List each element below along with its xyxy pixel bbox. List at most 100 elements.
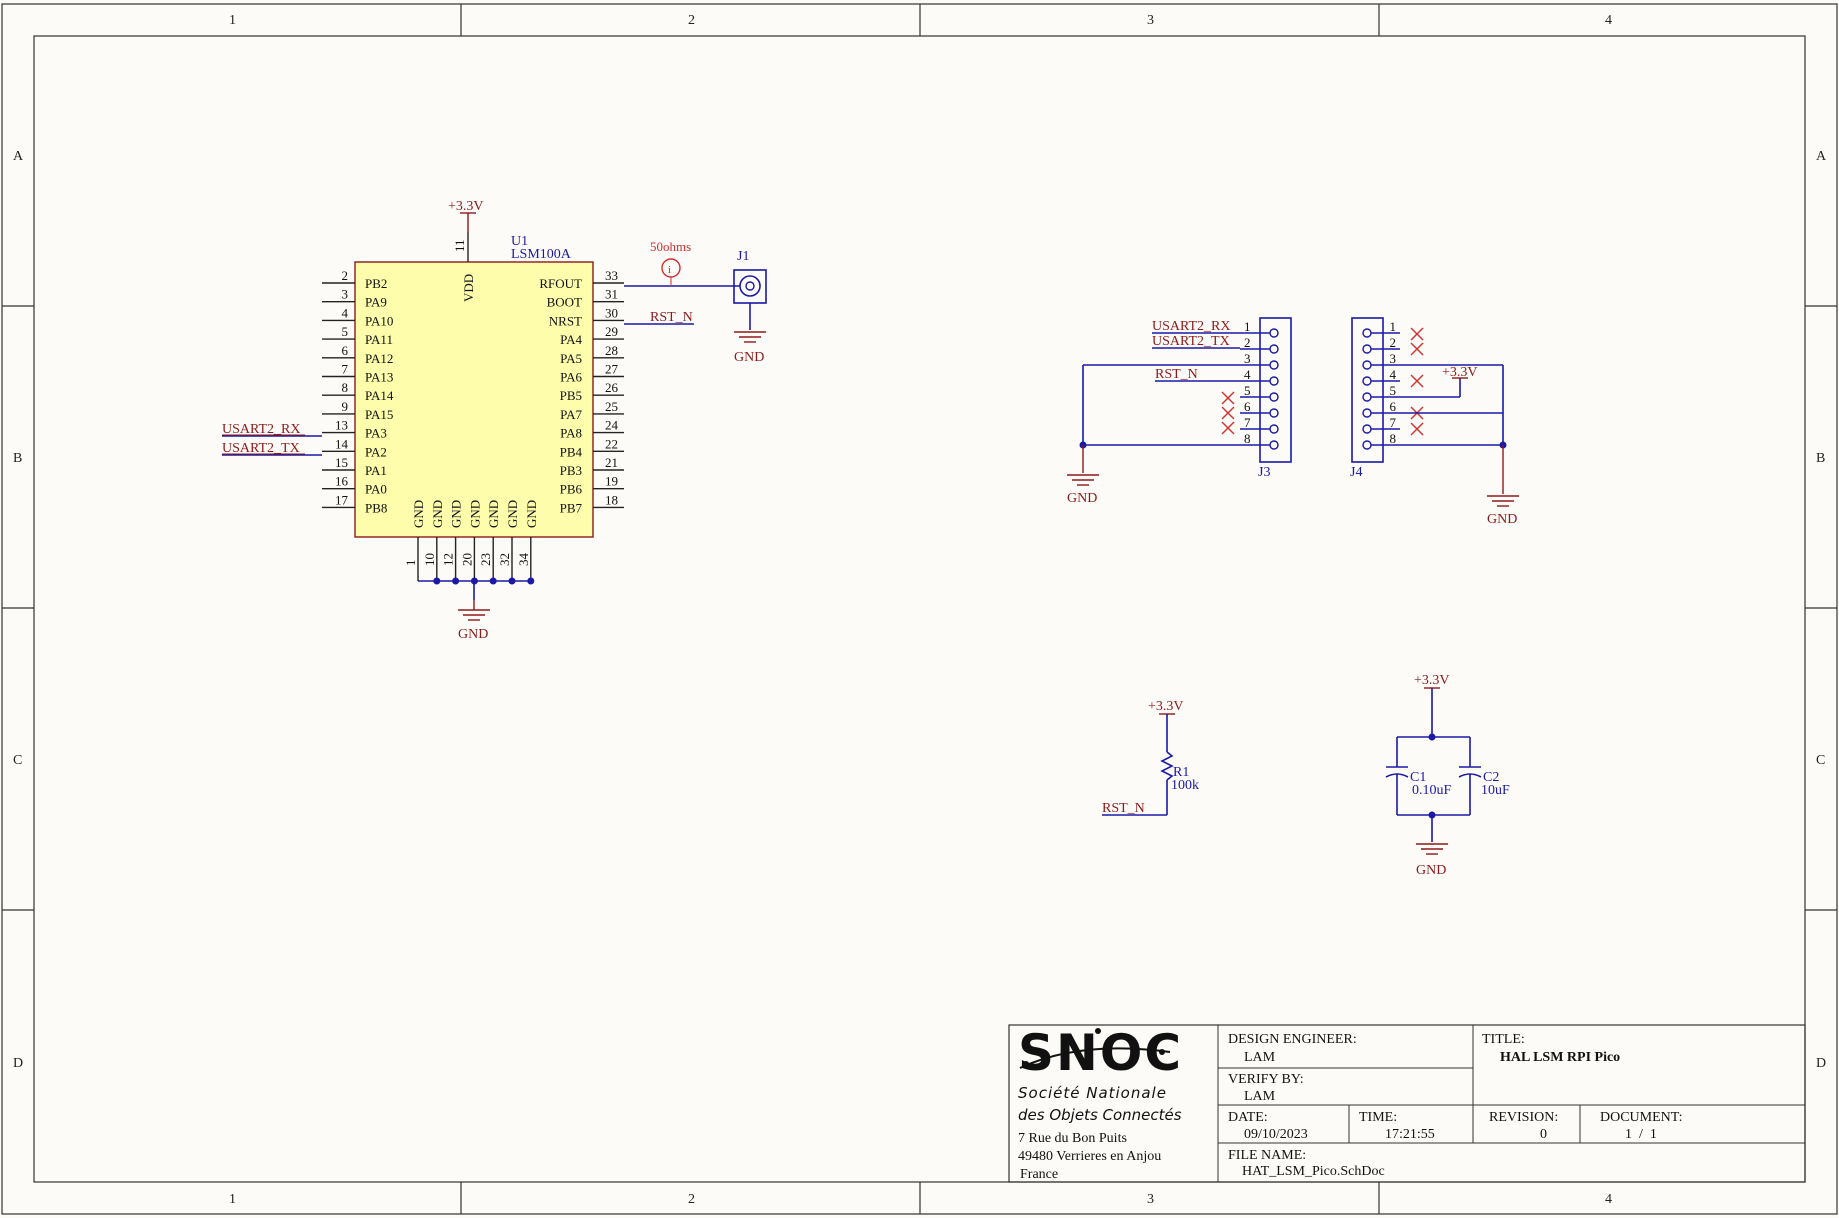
- pin-name: PA11: [365, 332, 393, 347]
- pin-number: 15: [335, 455, 348, 470]
- pin-number: 12: [441, 553, 456, 566]
- pin-number: 20: [459, 553, 474, 566]
- pin-number: 4: [1244, 367, 1251, 382]
- logo-text: SNOC: [1018, 1024, 1183, 1082]
- decoupling-caps[interactable]: +3.3V GND C1 0.10uF C2 10uF: [1385, 673, 1510, 878]
- pin-socket-icon: [1269, 424, 1279, 434]
- filename-label: FILE NAME:: [1228, 1148, 1306, 1163]
- pin-name: PA14: [365, 388, 394, 403]
- pin-name: PA10: [365, 313, 393, 328]
- filename-value: HAT_LSM_Pico.SchDoc: [1242, 1164, 1385, 1179]
- c1-value: 0.10uF: [1412, 783, 1452, 798]
- pin-number: 14: [335, 436, 349, 451]
- resistor-icon: [1160, 751, 1174, 781]
- j1-connector[interactable]: J1 GND: [733, 249, 767, 365]
- pin-number: 27: [605, 362, 619, 377]
- date-label: DATE:: [1228, 1110, 1268, 1125]
- u1-vdd-pin-num: 11: [452, 239, 467, 252]
- u1-left-pins: 2PB23PA94PA105PA116PA127PA138PA149PA1513…: [322, 268, 394, 515]
- svg-text:i: i: [668, 264, 671, 276]
- pin-name: PA15: [365, 407, 393, 422]
- j3-no-connect-markers: [1221, 391, 1235, 435]
- pin-name: PB3: [560, 463, 582, 478]
- j3-rst-n-label: RST_N: [1155, 367, 1198, 382]
- pin-number: 29: [605, 324, 618, 339]
- usart2-rx-label: USART2_RX: [222, 422, 301, 437]
- j3-body: [1259, 317, 1292, 463]
- j1-gnd-label: GND: [734, 350, 764, 365]
- revision-label: REVISION:: [1489, 1110, 1558, 1125]
- pin-number: 24: [605, 418, 619, 433]
- caps-power-label: +3.3V: [1414, 673, 1450, 688]
- pin-number: 4: [1390, 367, 1397, 382]
- zone-row-left: B: [13, 451, 22, 466]
- pin-number: 31: [605, 287, 618, 302]
- zone-row-left: D: [13, 1056, 23, 1071]
- rst-n-net-u1: RST_N: [624, 310, 694, 325]
- pin-socket-icon: [1362, 424, 1372, 434]
- pin-number: 9: [342, 399, 349, 414]
- pin-name: PA1: [365, 463, 387, 478]
- j4-gnd-label: GND: [1487, 512, 1517, 527]
- pin-socket-icon: [1362, 376, 1372, 386]
- usart2-tx-label: USART2_TX: [222, 441, 300, 456]
- verify-label: VERIFY BY:: [1228, 1072, 1304, 1087]
- zone-grid: [2, 4, 1837, 1214]
- address-line1: 7 Rue du Bon Puits: [1018, 1131, 1127, 1146]
- u1-lsm100a[interactable]: U1 LSM100A +3.3V 11 VDD 2PB23PA94PA105PA…: [322, 199, 624, 585]
- address-line3: France: [1020, 1167, 1058, 1182]
- zone-row-right: B: [1816, 451, 1825, 466]
- r1-net-label: RST_N: [1102, 801, 1145, 816]
- pin-number: 3: [1390, 351, 1397, 366]
- pin-name: PA12: [365, 351, 393, 366]
- pin-socket-icon: [1269, 328, 1279, 338]
- snoc-logo: SNOC: [1018, 1024, 1183, 1082]
- zone-col-bottom: 1: [229, 1192, 236, 1207]
- pin-number: 7: [1390, 415, 1397, 430]
- design-engineer-label: DESIGN ENGINEER:: [1228, 1032, 1357, 1047]
- pin-number: 6: [342, 343, 349, 358]
- pin-name: GND: [411, 500, 426, 528]
- pin-number: 2: [342, 268, 349, 283]
- pin-number: 7: [342, 362, 349, 377]
- pin-name: PB4: [560, 444, 583, 459]
- date-value: 09/10/2023: [1244, 1127, 1308, 1142]
- pin-number: 1: [403, 560, 418, 567]
- pin-name: PB5: [560, 388, 582, 403]
- pin-number: 1: [1390, 319, 1397, 334]
- j3-ref: J3: [1258, 465, 1270, 480]
- pin-socket-icon: [1269, 440, 1279, 450]
- coax-icon: [739, 275, 761, 297]
- zone-row-right: C: [1816, 753, 1825, 768]
- pin-socket-icon: [1362, 360, 1372, 370]
- zone-row-left: A: [13, 149, 24, 164]
- rfout-net: i 50ohms: [624, 239, 740, 287]
- u1-right-pins: 33RFOUT31BOOT30NRST29PA428PA527PA626PB52…: [539, 268, 624, 515]
- pin-number: 8: [1390, 431, 1397, 446]
- r1-resistor[interactable]: +3.3V R1 100k RST_N: [1102, 699, 1199, 816]
- title-value: HAL LSM RPI Pico: [1500, 1050, 1620, 1065]
- pin-name: NRST: [549, 313, 582, 328]
- pin-socket-icon: [1362, 344, 1372, 354]
- pin-number: 2: [1390, 335, 1397, 350]
- pin-number: 28: [605, 343, 618, 358]
- pin-socket-icon: [1269, 344, 1279, 354]
- pin-number: 25: [605, 399, 618, 414]
- pin-name: PA7: [560, 407, 582, 422]
- pin-name: PB2: [365, 276, 387, 291]
- usart-nets-left: USART2_RX USART2_TX: [222, 422, 322, 456]
- r1-power-label: +3.3V: [1148, 699, 1184, 714]
- j3-usart2-rx-label: USART2_RX: [1152, 319, 1231, 334]
- c1-ref: C1: [1410, 770, 1426, 785]
- verify-value: LAM: [1244, 1089, 1276, 1104]
- pin-name: PA8: [560, 426, 582, 441]
- u1-body: [354, 261, 594, 538]
- r1-value: 100k: [1171, 778, 1199, 793]
- zone-row-left: C: [13, 753, 22, 768]
- pin-socket-icon: [1362, 408, 1372, 418]
